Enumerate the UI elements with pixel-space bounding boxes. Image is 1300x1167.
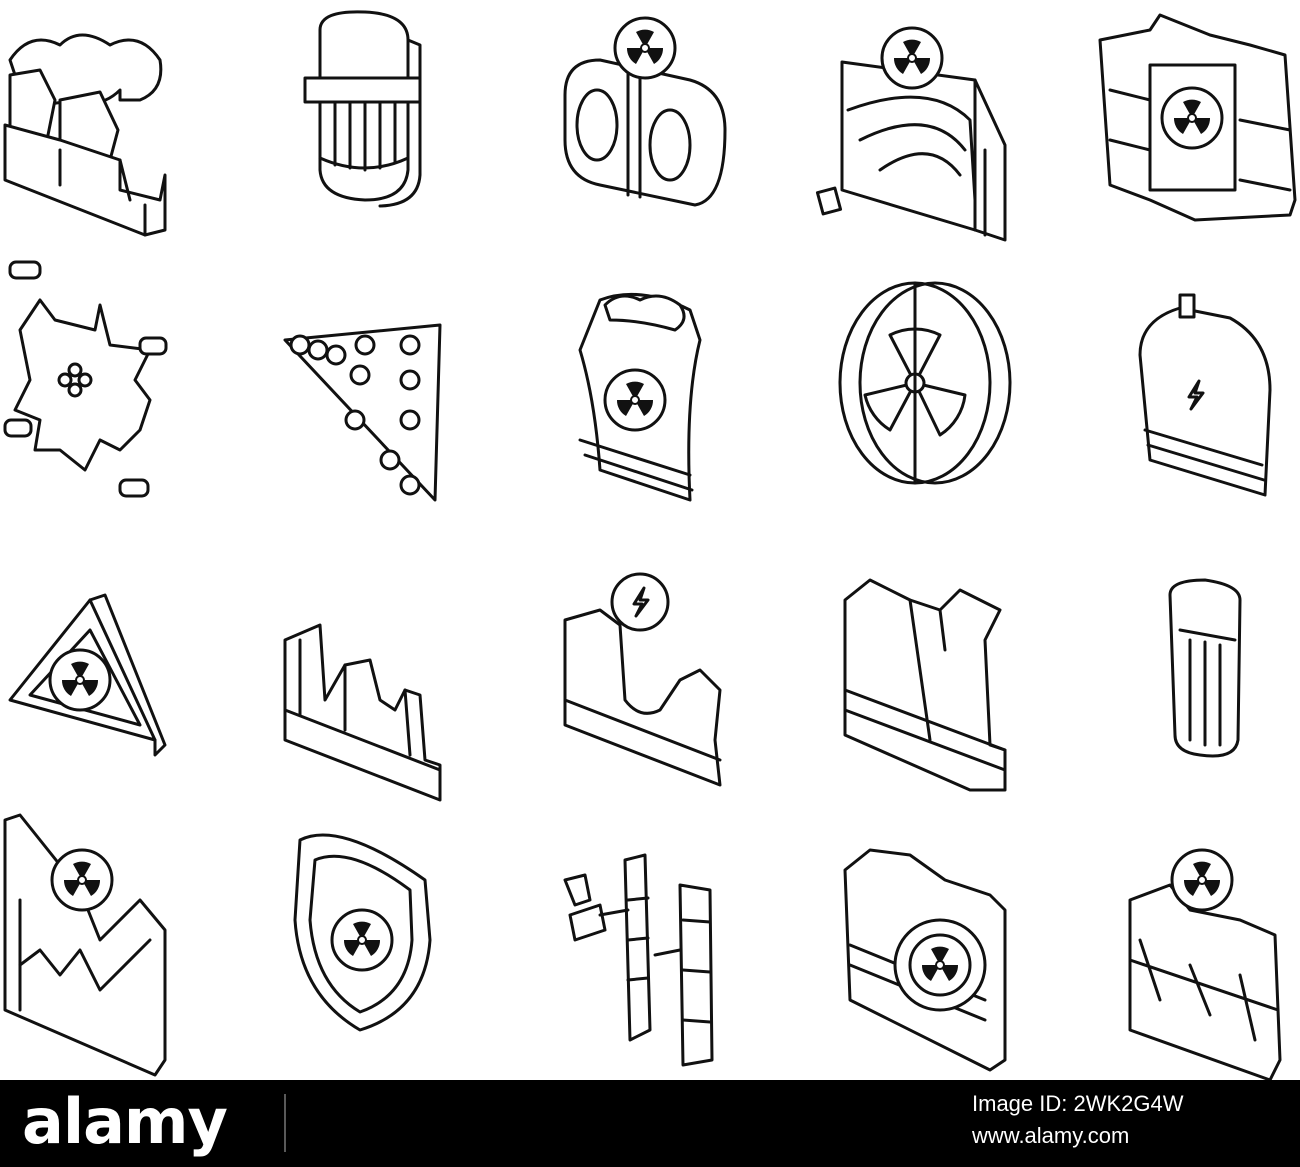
- power-plant-smoke-icon: [3, 33, 167, 237]
- divider: [284, 1094, 286, 1152]
- nuclear-fuel-storage-icon: [1098, 13, 1297, 222]
- fuel-rod-icon: [1168, 578, 1242, 758]
- nuclear-mountain-icon: [3, 813, 167, 1077]
- nuclear-landscape-icon: [815, 26, 1007, 242]
- nuclear-plant-complex-icon: [1128, 848, 1282, 1080]
- brand-logo: alamy: [22, 1085, 228, 1158]
- radiation-symbol-icon: [838, 281, 1012, 485]
- nuclear-generator-icon: [843, 848, 1007, 1072]
- site-url-link[interactable]: www.alamy.com: [972, 1123, 1130, 1148]
- cooling-tower-crane-icon: [843, 578, 1007, 792]
- power-line-towers-icon: [563, 853, 714, 1067]
- nuclear-twin-tanks-icon: [563, 16, 727, 207]
- radiation-shield-icon: [293, 833, 432, 1032]
- image-id-label: Image ID: 2WK2G4W: [972, 1091, 1184, 1116]
- reactor-capsule-icon: [303, 10, 422, 208]
- cooling-tower-radiation-icon: [578, 292, 702, 502]
- icon-grid: [3, 10, 1297, 1080]
- uranium-fuel-pellets-icon: [283, 323, 442, 502]
- nuclear-plant-skyline-icon: [283, 623, 442, 802]
- radiation-warning-triangle-icon: [8, 593, 167, 757]
- power-station-electricity-icon: [563, 572, 722, 787]
- nuclear-fission-icon: [3, 260, 168, 498]
- stock-footer: alamy Image ID: 2WK2G4W www.alamy.com: [0, 1080, 1300, 1167]
- cooling-tower-electricity-icon: [1138, 293, 1272, 497]
